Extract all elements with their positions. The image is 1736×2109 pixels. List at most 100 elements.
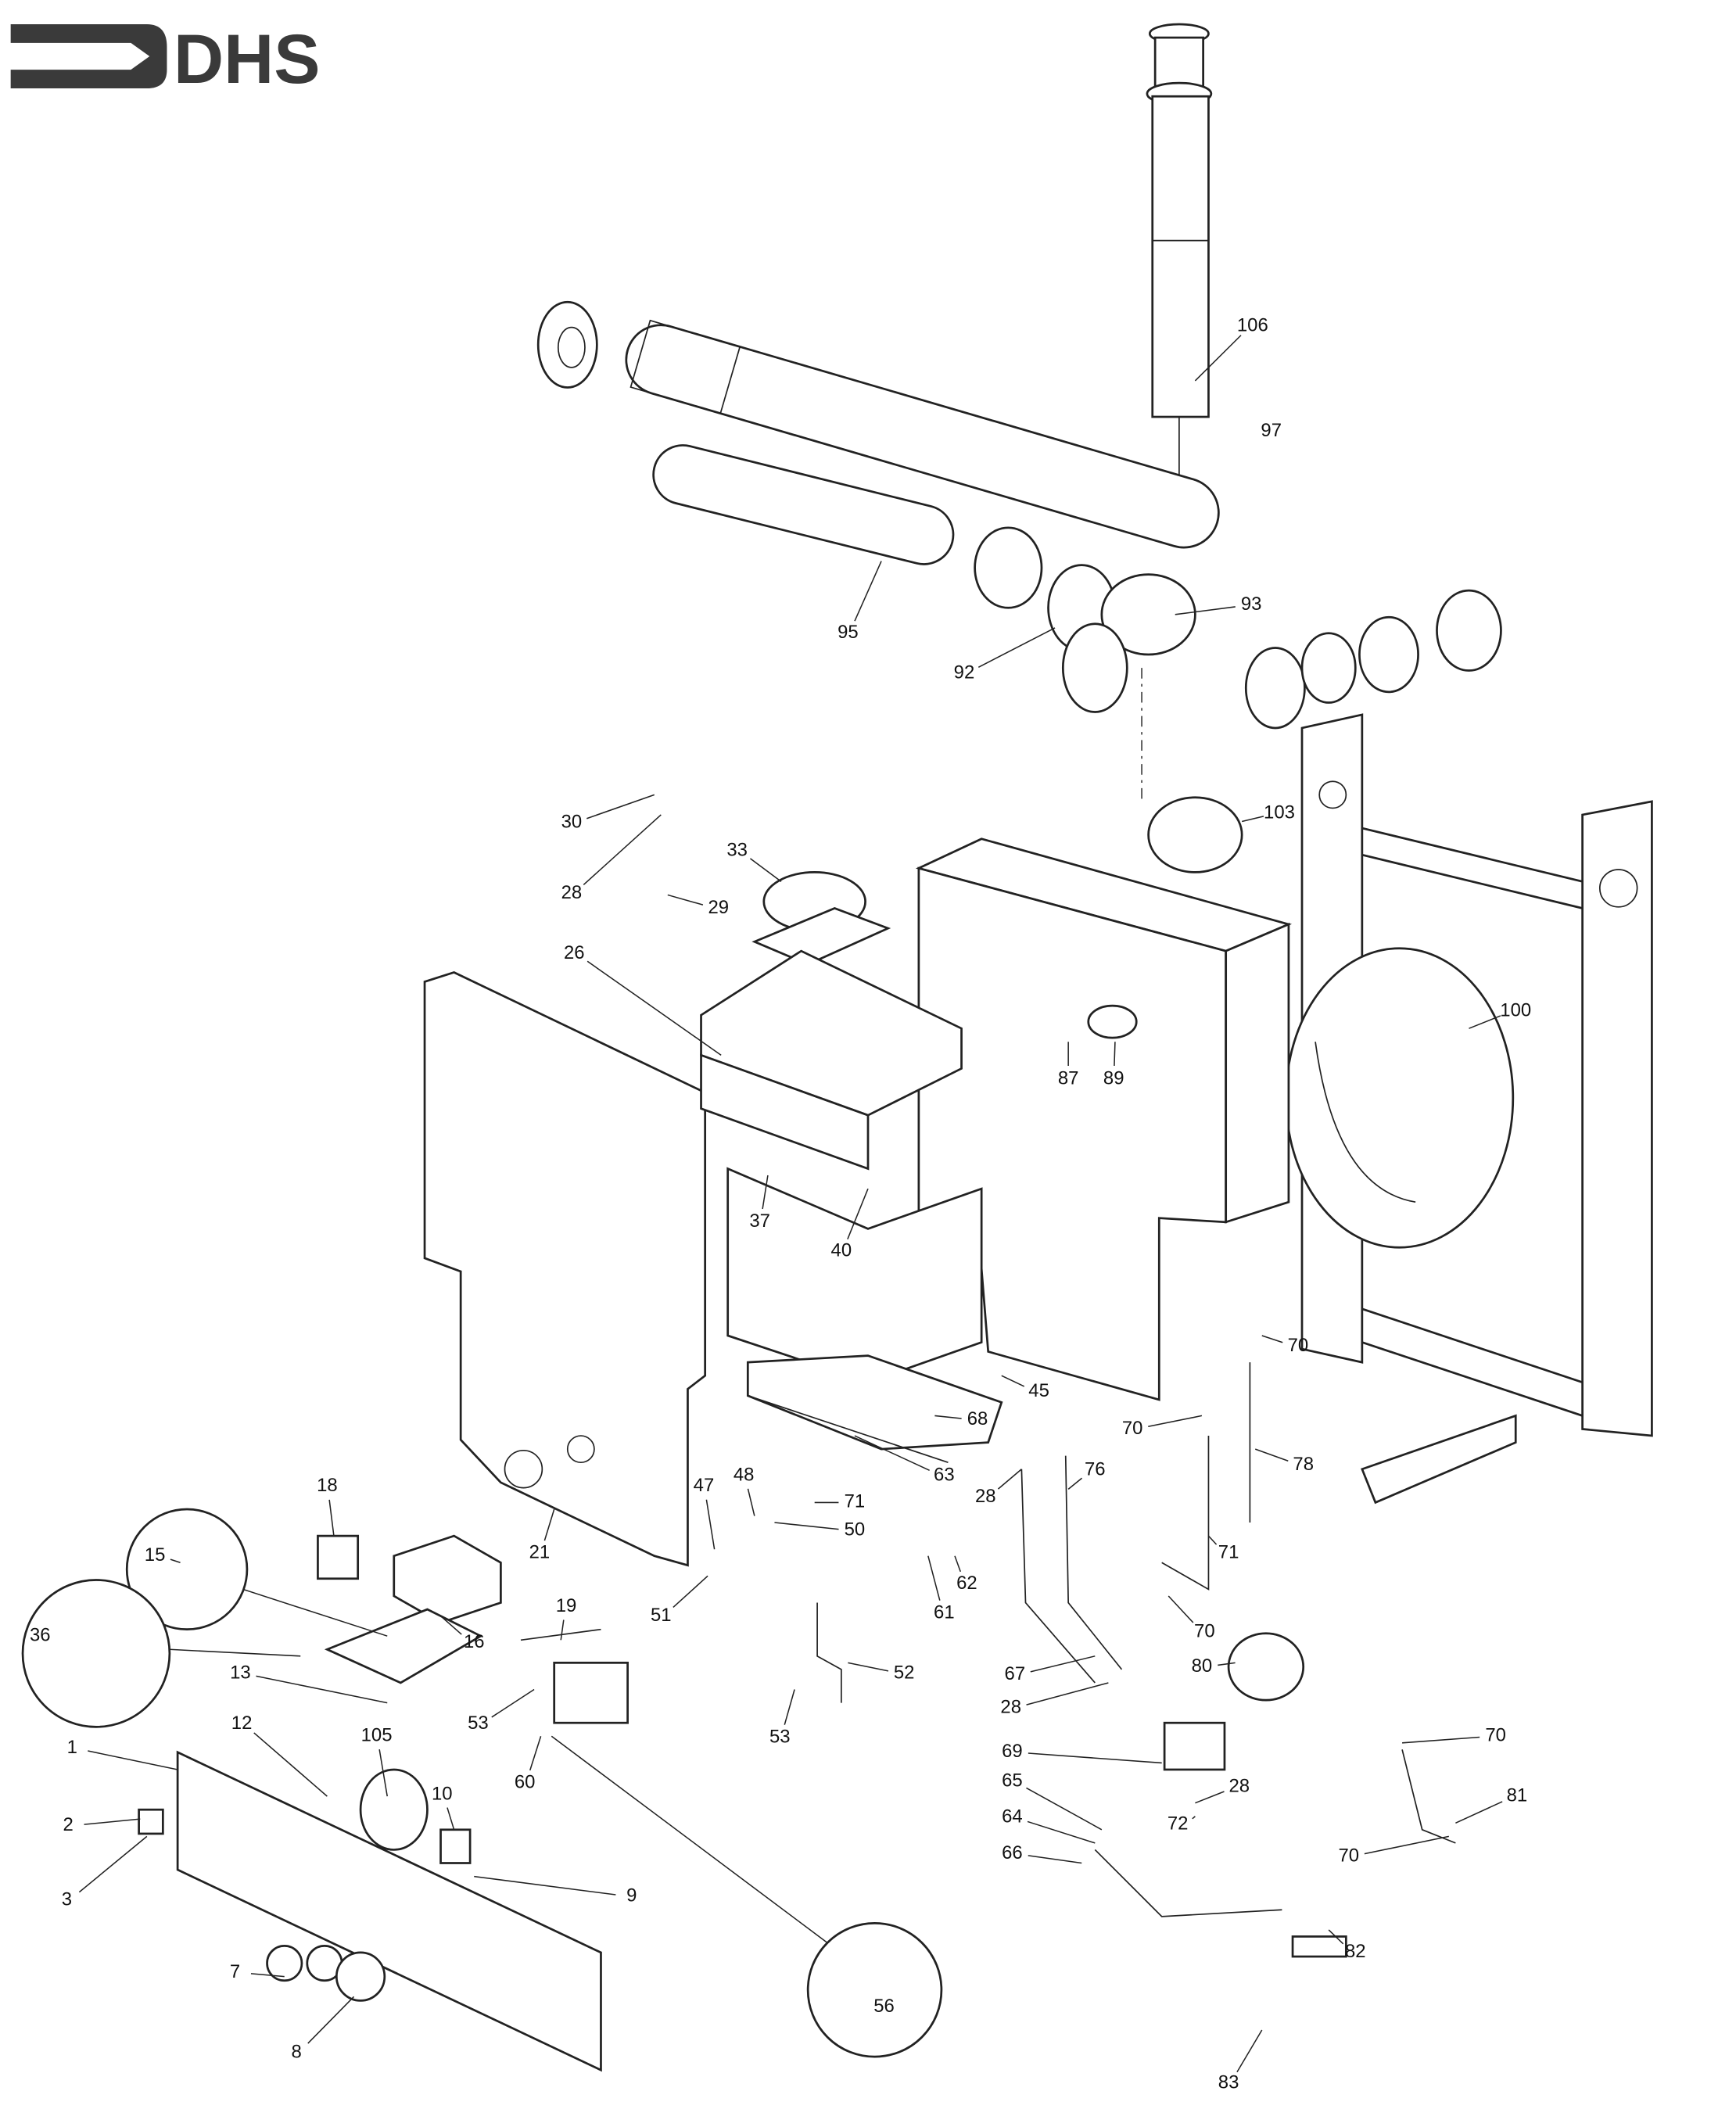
leader-line (1328, 1929, 1344, 1945)
callout-label: 36 (30, 1625, 51, 1646)
callout-label: 52 (894, 1662, 915, 1683)
pipe-81 (1401, 1749, 1456, 1844)
callout-label: 37 (749, 1211, 770, 1232)
callout-label: 68 (967, 1408, 988, 1429)
diverter-valve-69 (1163, 1721, 1226, 1771)
leader-line (854, 1435, 930, 1471)
callout-label: 3 (62, 1889, 72, 1910)
leader-line (88, 1750, 178, 1770)
pipe-52 (816, 1602, 842, 1703)
combustion-chamber-37 (726, 1167, 983, 1384)
leader-line (1001, 1375, 1025, 1387)
callout-label: 100 (1500, 999, 1531, 1020)
callout-label: 93 (1241, 594, 1262, 615)
dhs-logo: DHS (10, 20, 320, 98)
bypass-bracket (1361, 1414, 1517, 1505)
leader-line (1194, 335, 1242, 382)
leader-line (586, 794, 655, 820)
callout-label: 65 (1002, 1770, 1023, 1792)
leader-line (997, 1469, 1022, 1490)
pump-80 (1227, 1632, 1305, 1702)
leader-line (491, 1688, 535, 1718)
leader-line (854, 561, 882, 622)
leader-line (1028, 1752, 1162, 1764)
flue-adapter-clamp (1436, 589, 1502, 672)
leader-line (934, 1415, 962, 1419)
callout-label: 1 (67, 1737, 77, 1758)
callout-label: 64 (1002, 1806, 1023, 1827)
callout-label: 13 (230, 1662, 251, 1683)
fuse-detail-circle-15 (125, 1508, 249, 1631)
callout-label: 19 (556, 1595, 577, 1616)
callout-label: 70 (1122, 1418, 1143, 1439)
callout-label: 28 (561, 882, 583, 903)
leader-line (1026, 1787, 1103, 1831)
callout-label: 47 (694, 1475, 715, 1496)
callout-label: 18 (317, 1475, 338, 1496)
callout-label: 71 (845, 1491, 866, 1512)
indicator-105 (359, 1768, 429, 1851)
pipe-67 (1020, 1469, 1096, 1684)
leader-line (749, 858, 782, 882)
callout-label: 48 (733, 1465, 755, 1486)
flue-outer-tube (625, 319, 1220, 549)
expansion-vessel (1285, 947, 1515, 1249)
flue-elbow-93 (1100, 573, 1196, 656)
leader-line (1218, 1662, 1236, 1666)
leader-line (447, 1807, 455, 1831)
callout-label: 70 (1194, 1620, 1215, 1641)
vertical-flue-pipe (1146, 23, 1213, 482)
leader-line (307, 1996, 355, 2044)
leader-line (474, 1875, 616, 1896)
callout-label: 16 (464, 1631, 485, 1652)
leader-line (1175, 606, 1236, 615)
callout-label: 21 (529, 1542, 551, 1563)
leader-line (529, 1736, 542, 1771)
leader-line (586, 960, 722, 1056)
callout-label: 45 (1028, 1380, 1049, 1401)
leader-line (328, 1499, 335, 1537)
leader-line (78, 1835, 148, 1893)
control-panel-1 (176, 1750, 602, 2072)
flue-adapter-ring (1358, 615, 1419, 694)
leader-line (1195, 1791, 1225, 1804)
callout-label: 28 (975, 1486, 996, 1507)
leader-line (1207, 1535, 1218, 1545)
callout-label: 60 (515, 1771, 536, 1792)
callout-label: 87 (1058, 1067, 1079, 1089)
thermometer-knob-8 (335, 1951, 386, 2002)
callout-label: 76 (1085, 1459, 1106, 1480)
leader-line (253, 1732, 328, 1797)
logo-arrow-icon (10, 24, 167, 88)
leader-line (1192, 1816, 1196, 1820)
pipe-76 (1064, 1455, 1123, 1670)
flue-adapter (1300, 632, 1357, 704)
detail-circle-56 (806, 1921, 943, 2058)
callout-label: 105 (361, 1725, 393, 1746)
callout-label: 50 (845, 1519, 866, 1541)
boiler-casing (915, 838, 1293, 1401)
flue-adapter-flange (1244, 647, 1306, 730)
callout-label: 92 (954, 662, 975, 683)
callout-label: 95 (838, 622, 859, 643)
leader-line (1028, 1855, 1082, 1864)
heat-exchanger (700, 1053, 870, 1171)
leader-line (170, 1558, 181, 1564)
leader-line (848, 1662, 889, 1672)
callout-label: 70 (1338, 1845, 1359, 1866)
callout-label: 9 (626, 1885, 637, 1906)
leader-line (1167, 1595, 1194, 1623)
pipe-71 (1161, 1436, 1210, 1591)
leader-line (1241, 816, 1264, 823)
gas-valve (553, 1661, 629, 1724)
leader-line (927, 1555, 941, 1601)
callout-label: 71 (1218, 1542, 1239, 1563)
callout-label: 106 (1237, 314, 1268, 335)
callout-label: 12 (231, 1713, 253, 1734)
leader-line (1067, 1477, 1083, 1490)
leader-line (1030, 1655, 1096, 1673)
switch-2 (138, 1808, 164, 1835)
callout-label: 51 (651, 1605, 672, 1626)
callout-label: 28 (1000, 1697, 1021, 1718)
